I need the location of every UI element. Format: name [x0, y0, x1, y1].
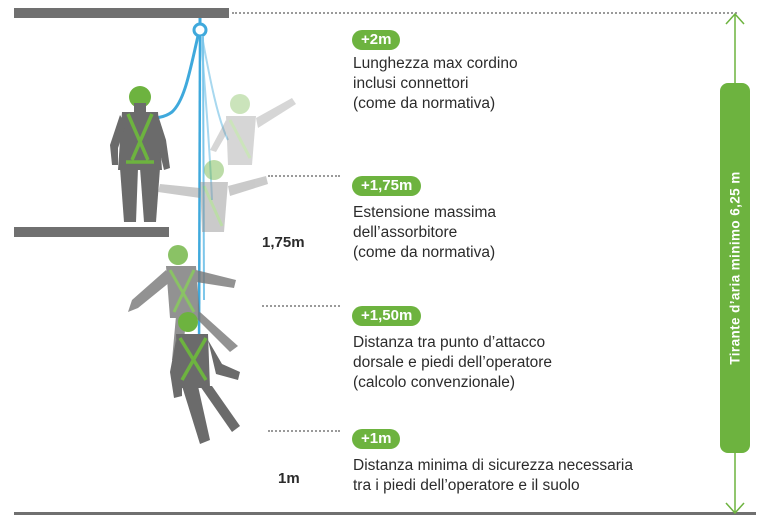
leader-line-3	[262, 305, 340, 307]
step-line: (calcolo convenzionale)	[353, 374, 515, 391]
step-description: Estensione massima dell’assorbitore (com…	[353, 203, 496, 263]
measure-lower: 1m	[278, 470, 300, 487]
anchor-ring-icon	[192, 18, 208, 38]
step-description: Lunghezza max cordino inclusi connettori…	[353, 54, 518, 114]
step-line: dell’assorbitore	[353, 224, 458, 241]
fall-rope-faded	[201, 35, 229, 141]
total-clearance-label: Tirante d’aria minimo 6,25 m	[727, 171, 743, 365]
step-line: (come da normativa)	[353, 244, 496, 261]
measure-upper: 1,75m	[262, 234, 305, 251]
step-line: (come da normativa)	[353, 95, 496, 112]
ground-line	[14, 512, 756, 515]
step-description: Distanza minima di sicurezza necessaria …	[353, 456, 633, 496]
step-badge: +1,75m	[352, 176, 422, 196]
step-line: Distanza minima di sicurezza necessaria	[353, 457, 633, 474]
top-beam	[14, 8, 229, 18]
top-dotted-line	[232, 12, 737, 14]
platform	[14, 227, 169, 237]
falling-figure-icon	[210, 94, 296, 165]
step-line: tra i piedi dell’operatore e il suolo	[353, 477, 580, 494]
step-badge: +1,50m	[352, 306, 422, 326]
step-description: Distanza tra punto d’attacco dorsale e p…	[353, 333, 552, 393]
step-line: inclusi connettori	[353, 75, 469, 92]
step-line: Lunghezza max cordino	[353, 55, 518, 72]
step-badge: +2m	[352, 30, 401, 50]
falling-figure-icon	[158, 160, 268, 232]
step-line: Distanza tra punto d’attacco	[353, 334, 546, 351]
fall-rope-secondary	[202, 35, 205, 301]
fall-rope-main	[197, 35, 202, 361]
fall-illustration	[110, 18, 296, 444]
step-badge: +1m	[352, 429, 401, 449]
leader-line-4	[268, 430, 340, 432]
step-line: dorsale e piedi dell’operatore	[353, 354, 553, 371]
leader-line-2	[268, 175, 340, 177]
step-line: Estensione massima	[353, 204, 497, 221]
worker-figure-icon	[110, 86, 170, 222]
lanyard-rope	[147, 35, 200, 120]
total-clearance-bar	[720, 83, 750, 453]
falling-figure-icon	[170, 312, 240, 444]
